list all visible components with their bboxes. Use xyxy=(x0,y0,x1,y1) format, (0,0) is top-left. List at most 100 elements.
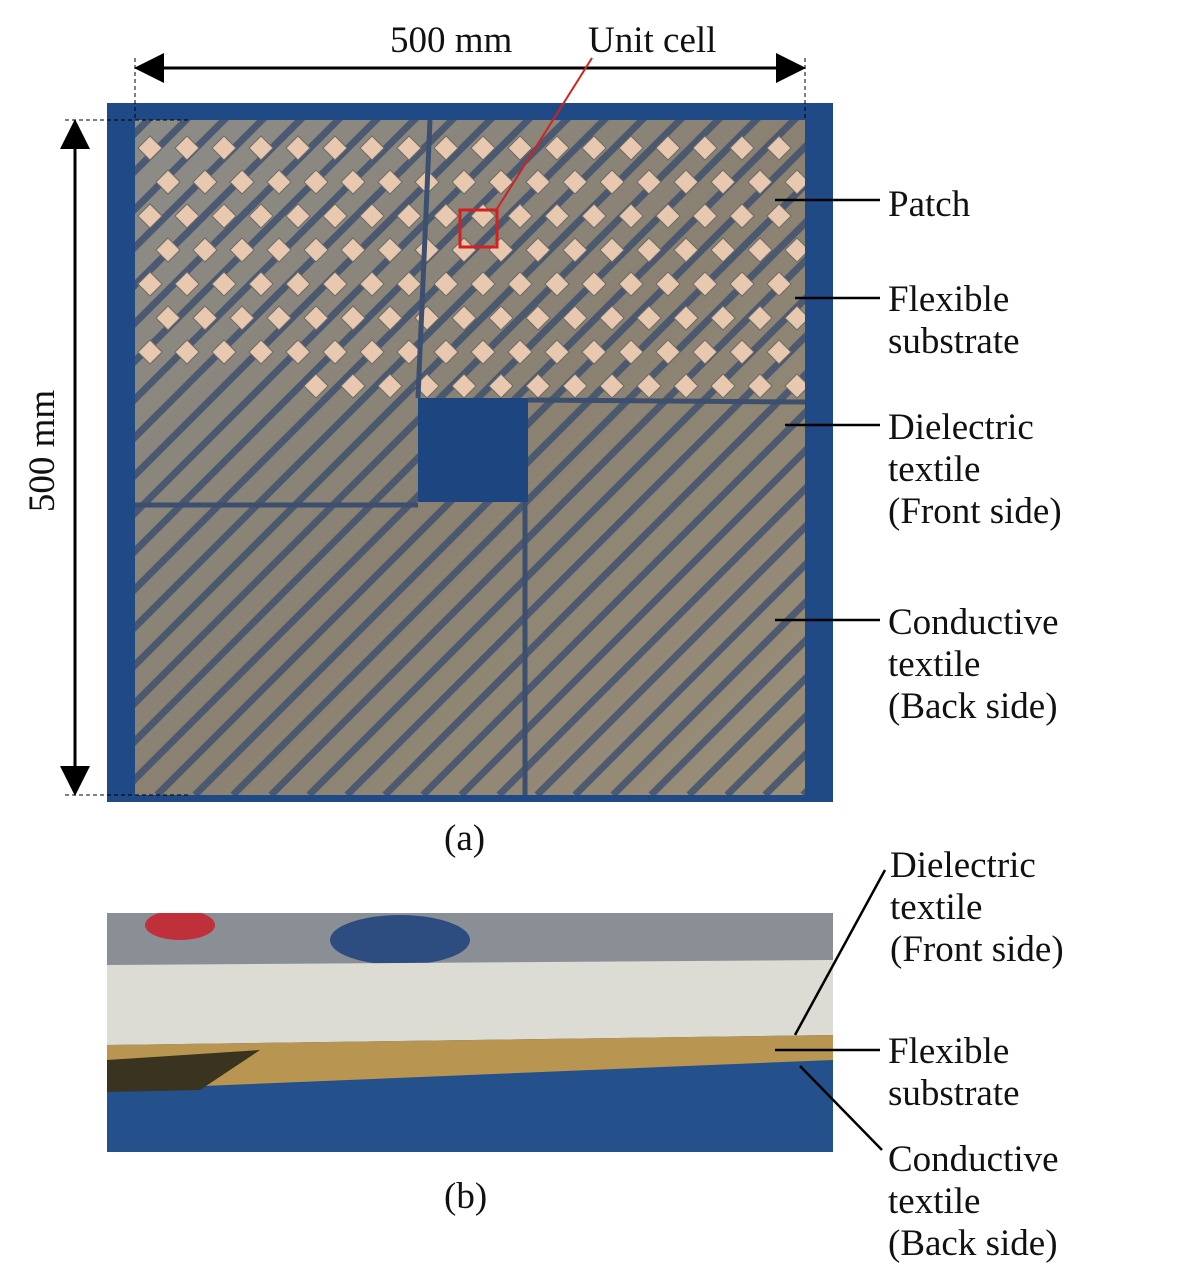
patch-element xyxy=(747,373,773,399)
patch-element xyxy=(174,135,200,161)
patch-element xyxy=(174,271,200,297)
patch-element xyxy=(507,135,533,161)
patch-element xyxy=(488,169,514,195)
patch-element xyxy=(396,203,422,229)
patch-element xyxy=(655,271,681,297)
patch-element xyxy=(340,169,366,195)
patch-element xyxy=(155,305,181,331)
patch-element xyxy=(340,373,366,399)
fabric-stripe xyxy=(135,120,571,556)
patch-element xyxy=(211,203,237,229)
patch-element xyxy=(784,169,805,195)
patch-element xyxy=(673,237,699,263)
patch-element xyxy=(359,203,385,229)
label-patch: Patch xyxy=(888,184,971,225)
patch-element xyxy=(359,339,385,365)
caption-b: (b) xyxy=(444,1176,488,1217)
patch-element xyxy=(525,305,551,331)
unit-cell-label: Unit cell xyxy=(588,20,717,61)
patch-element xyxy=(710,373,736,399)
patch-element xyxy=(655,339,681,365)
fabric-stripe xyxy=(135,120,457,442)
fabric-stripe xyxy=(306,294,805,795)
fabric-stripe xyxy=(135,120,495,480)
patch-element xyxy=(784,305,805,331)
patch-element xyxy=(285,135,311,161)
patch-element xyxy=(322,203,348,229)
patch-element xyxy=(155,169,181,195)
fabric-stripe xyxy=(135,120,381,366)
patch-element xyxy=(673,169,699,195)
patch-element xyxy=(692,135,718,161)
unit-cell-leader xyxy=(494,57,593,213)
patch-element xyxy=(655,203,681,229)
patch-element xyxy=(766,271,792,297)
patch-element xyxy=(266,237,292,263)
patch-element xyxy=(137,271,163,297)
fabric-stripe xyxy=(344,332,805,795)
patch-element xyxy=(174,339,200,365)
patch-element xyxy=(285,339,311,365)
fabric-stripe xyxy=(268,256,805,795)
patch-element xyxy=(470,271,496,297)
fabric-stripe xyxy=(610,598,805,795)
patch-element xyxy=(229,237,255,263)
patch-element xyxy=(377,305,403,331)
patch-element xyxy=(599,237,625,263)
patch-element xyxy=(636,237,662,263)
width-dimension-label: 500 mm xyxy=(390,20,513,61)
fabric-stripe xyxy=(382,370,805,795)
patch-element xyxy=(618,135,644,161)
patch-element xyxy=(211,339,237,365)
patch-element xyxy=(636,169,662,195)
patch-element xyxy=(673,373,699,399)
fabric-stripe xyxy=(135,120,533,518)
fabric-stripe xyxy=(135,120,343,328)
patch-element xyxy=(229,305,255,331)
fabric-stripe xyxy=(230,218,805,795)
patch-element xyxy=(766,135,792,161)
patch-element xyxy=(766,339,792,365)
patch-element xyxy=(692,271,718,297)
patch-element xyxy=(636,305,662,331)
patch-element xyxy=(673,305,699,331)
patch-element xyxy=(303,237,329,263)
fabric-stripe xyxy=(496,484,805,795)
patch-element xyxy=(285,271,311,297)
patch-element xyxy=(729,339,755,365)
fabric-stripe xyxy=(458,446,805,795)
fabric-stripe xyxy=(648,636,805,795)
patch-element xyxy=(618,339,644,365)
patch-element xyxy=(599,169,625,195)
patch-element xyxy=(599,373,625,399)
patch-element xyxy=(340,237,366,263)
photo-a xyxy=(107,103,833,802)
patch-element xyxy=(562,305,588,331)
center-cutout xyxy=(418,398,528,502)
unit-cell-highlight xyxy=(458,208,499,249)
patch-element xyxy=(581,135,607,161)
patch-element xyxy=(544,339,570,365)
patch-element xyxy=(192,305,218,331)
patch-element xyxy=(525,237,551,263)
patch-element xyxy=(137,339,163,365)
patch-element xyxy=(377,169,403,195)
patch-element xyxy=(433,271,459,297)
patch-element xyxy=(137,135,163,161)
patch-element xyxy=(618,271,644,297)
patch-element xyxy=(433,135,459,161)
patch-element xyxy=(248,135,274,161)
patch-element xyxy=(137,203,163,229)
patch-element xyxy=(414,237,440,263)
patch-element xyxy=(174,203,200,229)
patch-element xyxy=(747,237,773,263)
fabric-stripe xyxy=(534,522,805,795)
patch-element xyxy=(636,373,662,399)
patch-element xyxy=(155,237,181,263)
fabric-stripe xyxy=(135,120,305,290)
patch-element xyxy=(211,135,237,161)
patch-element xyxy=(322,135,348,161)
